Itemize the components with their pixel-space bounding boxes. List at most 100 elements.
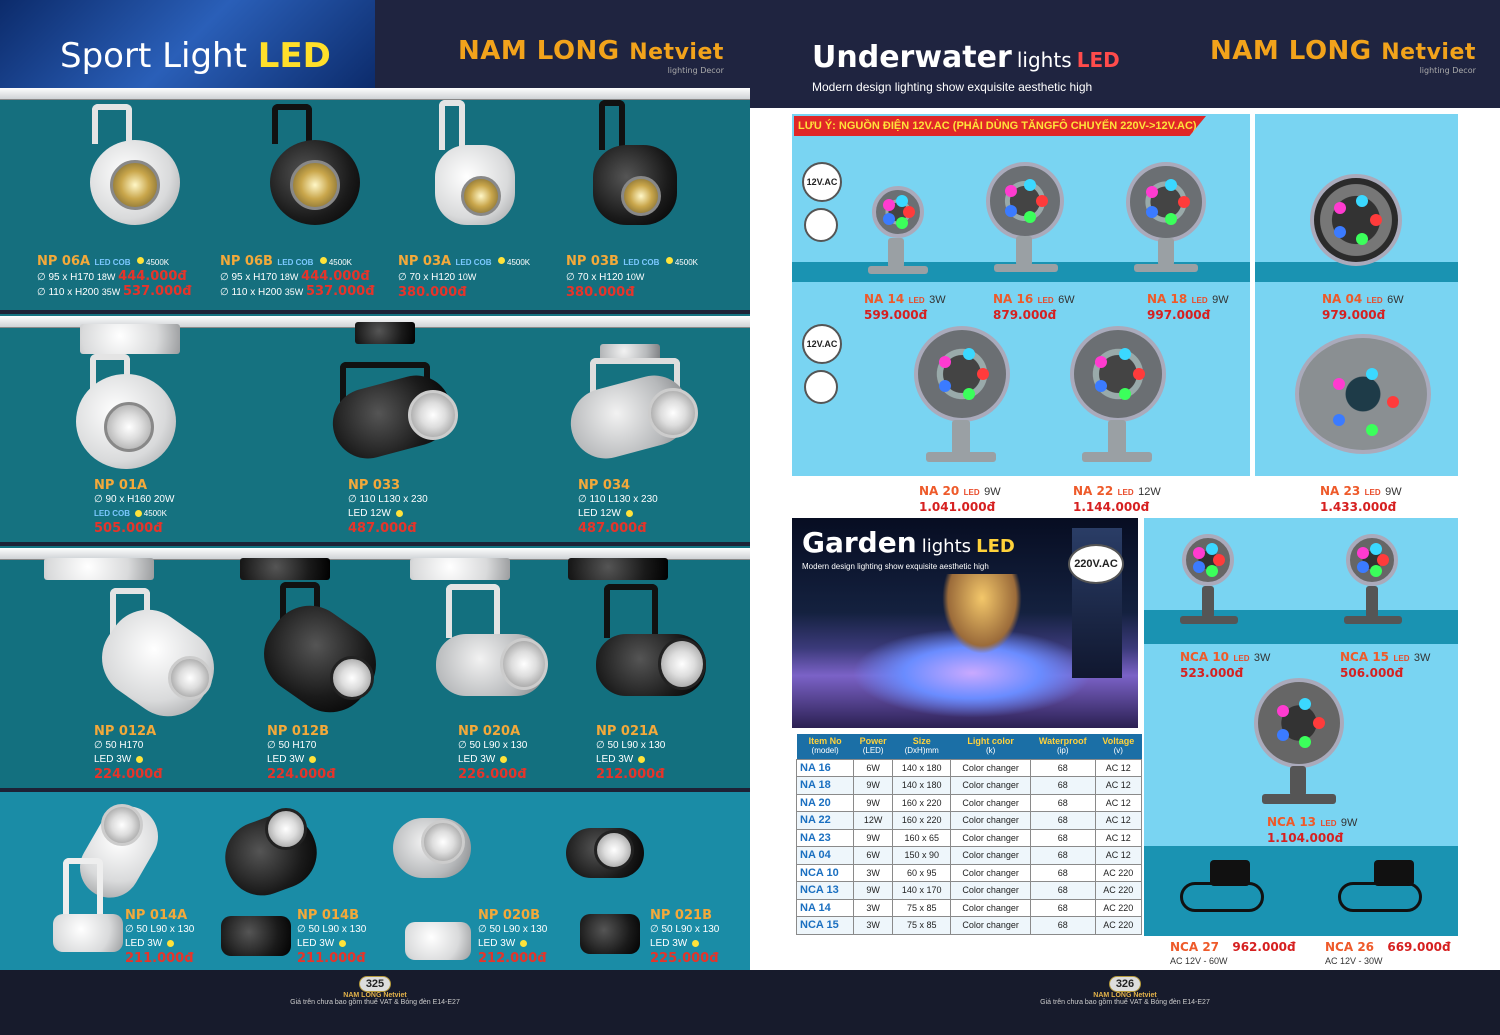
rgb-led-dot — [1276, 728, 1289, 741]
lamp-np01a-image — [60, 324, 190, 474]
size-1: ∅ 95 x H170 — [37, 272, 95, 283]
band-row2: NP 01A ∅ 90 x H160 20W LED COB 4500K 505… — [0, 314, 750, 542]
table-cell: 3W — [853, 863, 894, 882]
adapter-icon-1 — [804, 208, 838, 242]
garden-photo — [792, 518, 1138, 728]
product-name: NP 021A — [596, 724, 659, 739]
power: 9W — [984, 486, 1001, 498]
led-watt: LED 3W — [267, 754, 305, 765]
product-name: NCA 10 — [1180, 650, 1230, 664]
kelvin: 4500K — [146, 258, 170, 267]
table-cell: NA 04 — [795, 846, 855, 865]
product-np06b: NP 06B LED COB 4500K ∅ 95 x H170 18W 444… — [220, 252, 400, 300]
brand-name2: Netviet — [629, 40, 724, 65]
product-nca13: NCA 13 LED 9W 1.104.000đ — [1267, 813, 1397, 845]
table-cell: Color changer — [950, 846, 1031, 865]
lamp-na23-image — [1295, 334, 1435, 464]
rgb-led-dot — [1024, 211, 1037, 224]
table-cell: AC 12 — [1094, 846, 1143, 865]
table-cell: 68 — [1029, 898, 1096, 917]
brand-name: NAM LONG — [1210, 36, 1372, 66]
product-name: NCA 15 — [1340, 650, 1390, 664]
table-cell: AC 220 — [1094, 898, 1143, 917]
price: 212.000đ — [478, 951, 547, 966]
product-name: NP 01A — [94, 478, 148, 493]
warm-dot-icon — [137, 257, 144, 265]
warm-dot-icon — [136, 755, 144, 763]
header-label: Power — [859, 736, 887, 747]
table-cell: 68 — [1029, 881, 1096, 900]
notice-banner: LƯU Ý: NGUỒN ĐIỆN 12V.AC (PHẢI DÙNG TĂNG… — [794, 116, 1206, 136]
lamp-na14-image — [868, 182, 938, 278]
warm-dot-icon — [134, 509, 142, 517]
price: 1.104.000đ — [1267, 831, 1344, 845]
left-page-title: Sport Light LED — [60, 36, 331, 76]
voltage-badge-12v-1: 12V.AC — [802, 162, 842, 202]
rgb-led-dot — [1366, 424, 1379, 437]
table-cell: NA 23 — [795, 828, 855, 847]
track-rail-1 — [0, 88, 750, 100]
product-np012a: NP 012A ∅ 50 H170 LED 3W 224.000đ — [94, 724, 254, 782]
lamp-na22-image — [1066, 324, 1186, 474]
product-name: NP 034 — [578, 478, 631, 493]
price-1: 380.000đ — [398, 285, 467, 300]
title-underwater: Underwater — [812, 40, 1012, 75]
led-type: LED — [1117, 488, 1134, 497]
product-na16: NA 16 LED 6W 879.000đ — [993, 290, 1113, 322]
rgb-led-dot — [1356, 547, 1369, 560]
rgb-led-dot — [1312, 717, 1325, 729]
rgb-led-dot — [1094, 380, 1107, 393]
product-np020a: NP 020A ∅ 50 L90 x 130 LED 3W 226.000đ — [458, 724, 598, 782]
table-cell: NCA 10 — [795, 863, 855, 882]
price: 523.000đ — [1180, 666, 1244, 680]
product-name: NP 03B — [566, 254, 619, 269]
product-name: NP 03A — [398, 254, 452, 269]
spec: AC 12V - 60W — [1170, 956, 1228, 966]
led-watt: LED 3W — [297, 938, 335, 949]
size: ∅ 90 x H160 — [94, 494, 152, 505]
rgb-led-dot — [1213, 554, 1226, 566]
lamp-na04-image — [1310, 174, 1410, 274]
lamp-na20-image — [910, 324, 1030, 474]
size: ∅ 110 L130 x 230 — [578, 494, 658, 505]
table-header-cell: Item No(model) — [796, 734, 854, 759]
table-cell: AC 12 — [1094, 811, 1143, 830]
led-watt: LED 12W — [578, 508, 621, 519]
price: 505.000đ — [94, 521, 163, 536]
product-np014a: NP 014A ∅ 50 L90 x 130 LED 3W 211.000đ — [125, 908, 265, 966]
product-np021a: NP 021A ∅ 50 L90 x 130 LED 3W 212.000đ — [596, 724, 736, 782]
table-header-cell: Waterproof(ip) — [1030, 734, 1096, 759]
table-cell: 6W — [853, 846, 894, 865]
led-type: LED — [1233, 654, 1250, 663]
product-name: NA 22 — [1073, 484, 1114, 498]
adapter-nca27-image — [1180, 856, 1266, 916]
table-cell: NA 20 — [795, 793, 855, 812]
table-cell: 68 — [1029, 776, 1096, 795]
lamp-nca10-image — [1180, 532, 1250, 632]
product-np020b: NP 020B ∅ 50 L90 x 130 LED 3W 212.000đ — [478, 908, 618, 966]
table-header-cell: Size(DxH)mm — [892, 734, 951, 759]
building-silhouette — [942, 574, 1022, 654]
power: 3W — [1413, 652, 1431, 664]
price: 224.000đ — [267, 767, 336, 782]
product-name: NCA 13 — [1267, 815, 1317, 829]
header-unit: (LED) — [862, 746, 884, 756]
table-cell: 140 x 180 — [892, 758, 952, 777]
table-cell: AC 12 — [1094, 758, 1143, 777]
lamp-np06a-image — [70, 100, 190, 230]
price: 669.000đ — [1387, 940, 1451, 954]
rgb-led-dot — [938, 380, 951, 393]
table-cell: Color changer — [950, 758, 1031, 777]
track-rail-3 — [0, 548, 750, 560]
price: 997.000đ — [1147, 308, 1211, 322]
table-cell: Color changer — [950, 881, 1031, 900]
rgb-led-dot — [1386, 396, 1399, 408]
led-type: LED COB — [94, 509, 130, 518]
rgb-led-dot — [1005, 205, 1018, 218]
table-cell: 68 — [1029, 863, 1096, 882]
